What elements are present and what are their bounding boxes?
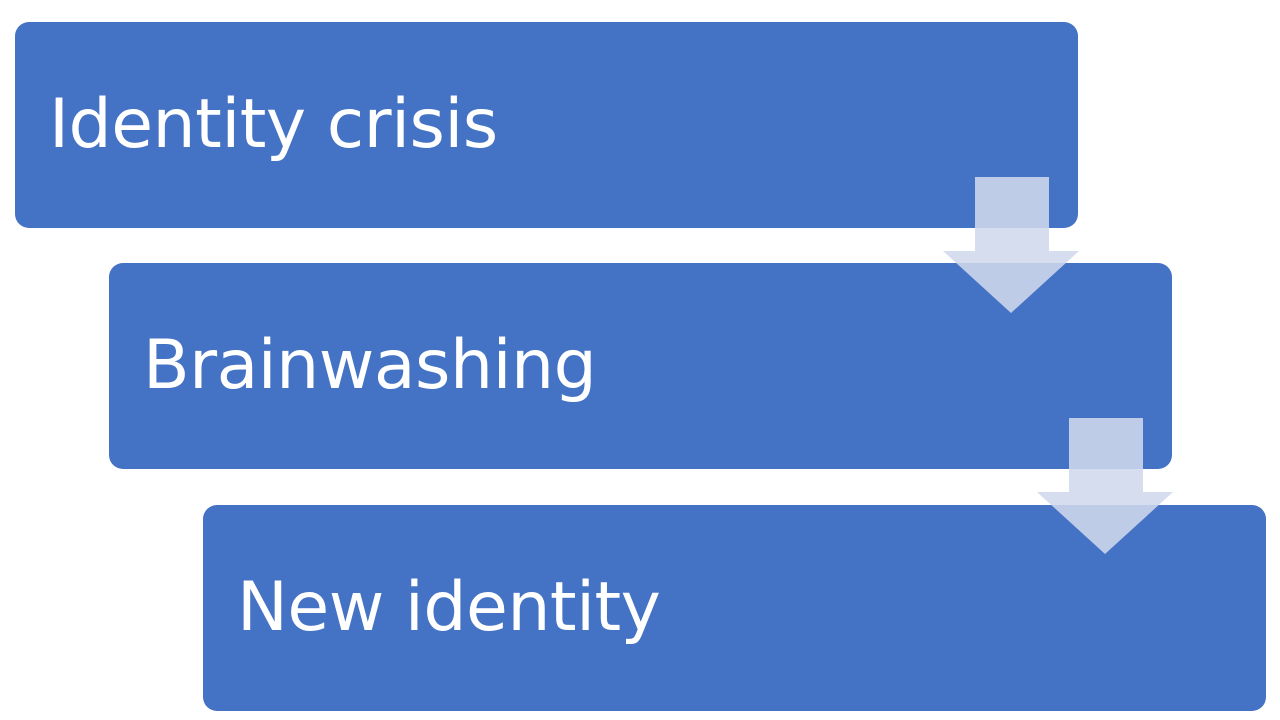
step-box-identity-crisis: Identity crisis (15, 22, 1078, 228)
step-label: New identity (237, 568, 661, 647)
step-label: Identity crisis (49, 85, 498, 164)
step-box-brainwashing: Brainwashing (109, 263, 1172, 469)
step-box-new-identity: New identity (203, 505, 1266, 711)
step-label: Brainwashing (143, 326, 597, 405)
